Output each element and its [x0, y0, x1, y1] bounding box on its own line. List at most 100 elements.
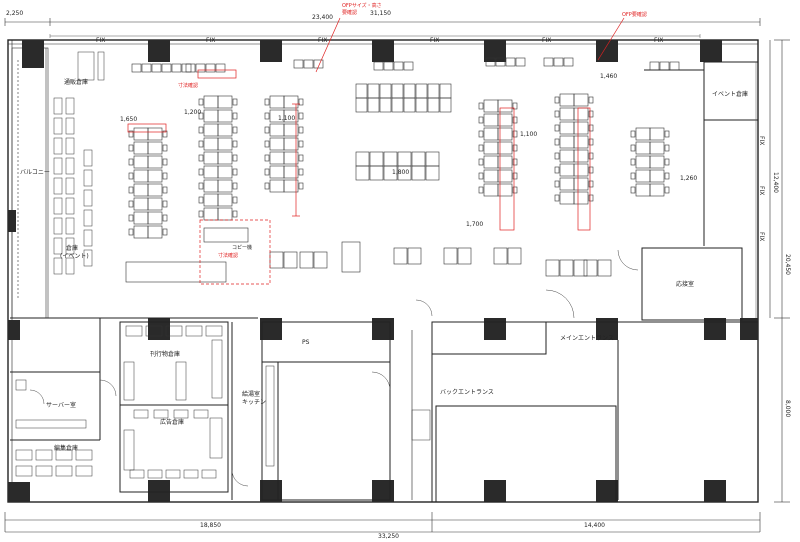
- desk: [573, 121, 589, 135]
- cabinet: [269, 251, 284, 269]
- chair: [588, 180, 594, 188]
- desk: [185, 63, 196, 73]
- desk: [141, 63, 152, 73]
- desk: [217, 123, 233, 137]
- desk: [559, 191, 575, 205]
- shelf: [175, 361, 187, 401]
- desk: [203, 179, 219, 193]
- desk: [573, 163, 589, 177]
- dim-bottom-right: 14,400: [584, 522, 605, 529]
- desk: [543, 57, 554, 67]
- room-server: サーバー室: [46, 402, 76, 409]
- cabinet: [443, 247, 458, 265]
- dim-aisle-g: 1,460: [600, 73, 618, 80]
- chair: [512, 144, 518, 152]
- desk: [203, 123, 219, 137]
- desk: [573, 93, 589, 107]
- desk: [649, 155, 665, 169]
- shelf: [15, 419, 87, 429]
- room-storage-event-1: 倉庫: [66, 245, 79, 252]
- desk: [369, 165, 384, 181]
- chair: [478, 186, 484, 194]
- desk: [559, 149, 575, 163]
- dim-right-upper: 12,400: [772, 172, 779, 193]
- shelf: [65, 97, 75, 115]
- shelf: [165, 325, 183, 337]
- note-ofp-size-sub: 要確認: [342, 10, 358, 16]
- chair: [232, 196, 238, 204]
- desk: [147, 127, 163, 141]
- desk: [147, 169, 163, 183]
- note-move-1: 寸法確認: [178, 83, 199, 89]
- desk: [411, 165, 426, 181]
- dim-top-total: 31,150: [370, 10, 391, 17]
- shelf: [193, 409, 209, 419]
- room-main-entrance: メインエントランス: [560, 335, 614, 342]
- cabinet: [573, 259, 588, 277]
- desk: [559, 107, 575, 121]
- desk: [559, 163, 575, 177]
- desk: [483, 141, 499, 155]
- desk: [147, 197, 163, 211]
- desk: [195, 63, 206, 73]
- chair: [128, 144, 134, 152]
- desk: [217, 207, 233, 221]
- shelf: [15, 449, 33, 461]
- shelf: [125, 325, 143, 337]
- shelf: [53, 257, 63, 275]
- desk: [369, 151, 384, 167]
- shelf: [83, 169, 93, 187]
- desk: [391, 97, 404, 113]
- cabinet: [493, 247, 508, 265]
- chair: [554, 166, 560, 174]
- desk: [483, 169, 499, 183]
- shelf: [201, 469, 217, 479]
- desk: [203, 109, 219, 123]
- chair: [588, 96, 594, 104]
- desk: [355, 165, 370, 181]
- desk: [497, 99, 513, 113]
- chair: [198, 126, 204, 134]
- desk: [403, 97, 416, 113]
- chair: [554, 96, 560, 104]
- dim-bottom-left: 18,850: [200, 522, 221, 529]
- shelf: [173, 409, 189, 419]
- shelf: [65, 117, 75, 135]
- desk: [161, 63, 172, 73]
- cabinet: [583, 259, 598, 277]
- desk: [203, 95, 219, 109]
- chair: [512, 102, 518, 110]
- shelf: [53, 137, 63, 155]
- copier-table: [203, 227, 249, 243]
- desk: [573, 107, 589, 121]
- window-tag-4: FIX: [430, 37, 440, 44]
- desk: [203, 193, 219, 207]
- chair: [630, 158, 636, 166]
- room-publication-storage: 刊行物倉庫: [150, 351, 181, 358]
- chair: [512, 158, 518, 166]
- desk: [133, 225, 149, 239]
- chair: [588, 152, 594, 160]
- shelf: [147, 469, 163, 479]
- desk: [367, 83, 380, 99]
- room-storage-event-2: (イベント): [60, 253, 89, 260]
- chair: [162, 214, 168, 222]
- dim-aisle-c: 1,100: [520, 131, 538, 138]
- shelf: [75, 465, 93, 477]
- shelf: [133, 409, 149, 419]
- desk: [649, 169, 665, 183]
- window-tag-right-1: FIX: [758, 136, 765, 146]
- shelf: [53, 237, 63, 255]
- chair: [232, 98, 238, 106]
- chair: [588, 166, 594, 174]
- shelf: [35, 465, 53, 477]
- cabinet: [313, 251, 328, 269]
- desk: [649, 61, 660, 71]
- desk: [497, 155, 513, 169]
- desk: [427, 97, 440, 113]
- desk: [373, 61, 384, 71]
- desk: [393, 61, 404, 71]
- desk: [391, 83, 404, 99]
- desk: [427, 83, 440, 99]
- chair: [298, 98, 304, 106]
